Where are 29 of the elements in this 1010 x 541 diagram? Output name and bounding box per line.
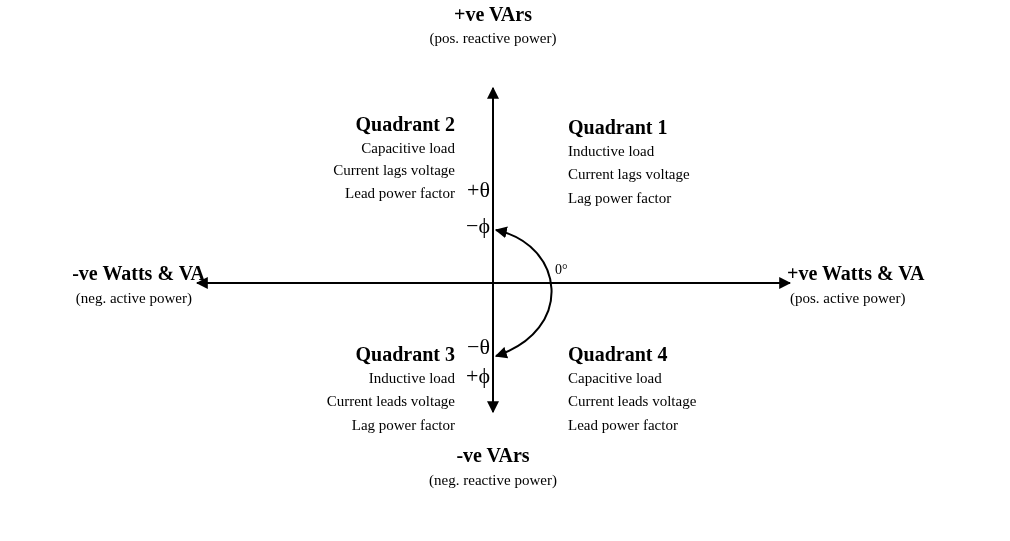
quadrant-heading: Quadrant 3 xyxy=(355,343,455,365)
axis-subtitle: (neg. active power) xyxy=(75,290,192,307)
axis-title: +ve VArs xyxy=(454,3,532,25)
quadrant-text: Inductive load xyxy=(368,370,455,387)
axis-title: -ve Watts & VA xyxy=(72,262,205,284)
angle-value: 0° xyxy=(555,262,568,278)
quadrant-text: Current lags voltage xyxy=(333,162,455,179)
axis-subtitle: (neg. reactive power) xyxy=(429,472,557,489)
quadrant-text: Lag power factor xyxy=(568,190,672,207)
axis-subtitle: (pos. reactive power) xyxy=(429,30,557,47)
angle-symbol: +ϕ xyxy=(466,364,490,389)
quadrant-text: Current leads voltage xyxy=(326,393,455,410)
angle-symbol: −θ xyxy=(467,335,490,360)
quadrant-text: Current lags voltage xyxy=(568,166,690,183)
quadrant-text: Current leads voltage xyxy=(568,393,697,410)
quadrant-heading: Quadrant 4 xyxy=(568,343,668,365)
axis-subtitle: (pos. active power) xyxy=(790,290,906,307)
quadrant-text: Capacitive load xyxy=(568,370,662,387)
angle-symbol: −ϕ xyxy=(466,214,490,239)
angle-symbol: +θ xyxy=(467,178,490,203)
axis-title: +ve Watts & VA xyxy=(787,262,925,284)
quadrant-text: Lag power factor xyxy=(351,417,455,434)
quadrant-text: Lead power factor xyxy=(345,185,455,202)
quadrant-heading: Quadrant 1 xyxy=(568,116,668,138)
quadrant-text: Capacitive load xyxy=(361,140,455,157)
quadrant-text: Lead power factor xyxy=(568,417,678,434)
quadrant-text: Inductive load xyxy=(568,143,655,160)
axis-title: -ve VArs xyxy=(456,444,530,466)
quadrant-heading: Quadrant 2 xyxy=(355,113,455,135)
